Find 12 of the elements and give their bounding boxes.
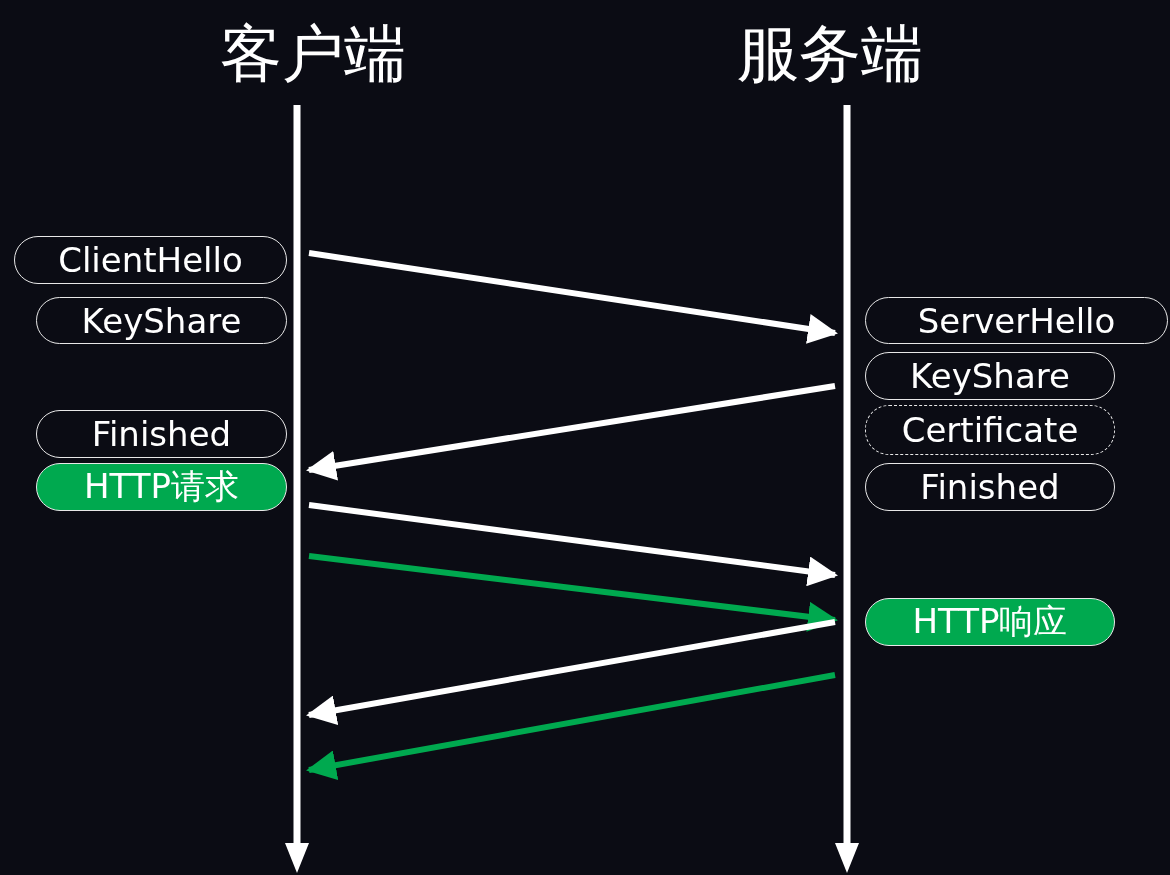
lifeline-arrow xyxy=(835,105,859,873)
message-pill: HTTP请求 xyxy=(36,463,287,511)
lifeline-title: 服务端 xyxy=(737,16,923,92)
lifeline-title: 客户端 xyxy=(220,16,406,92)
message-arrow xyxy=(306,383,836,481)
message-arrow xyxy=(308,553,838,632)
message-arrow xyxy=(306,672,836,780)
message-arrow xyxy=(308,502,838,587)
message-arrow xyxy=(308,250,838,344)
message-arrow xyxy=(306,619,836,726)
message-pill: HTTP响应 xyxy=(865,598,1115,646)
lifeline-arrow xyxy=(285,105,309,873)
